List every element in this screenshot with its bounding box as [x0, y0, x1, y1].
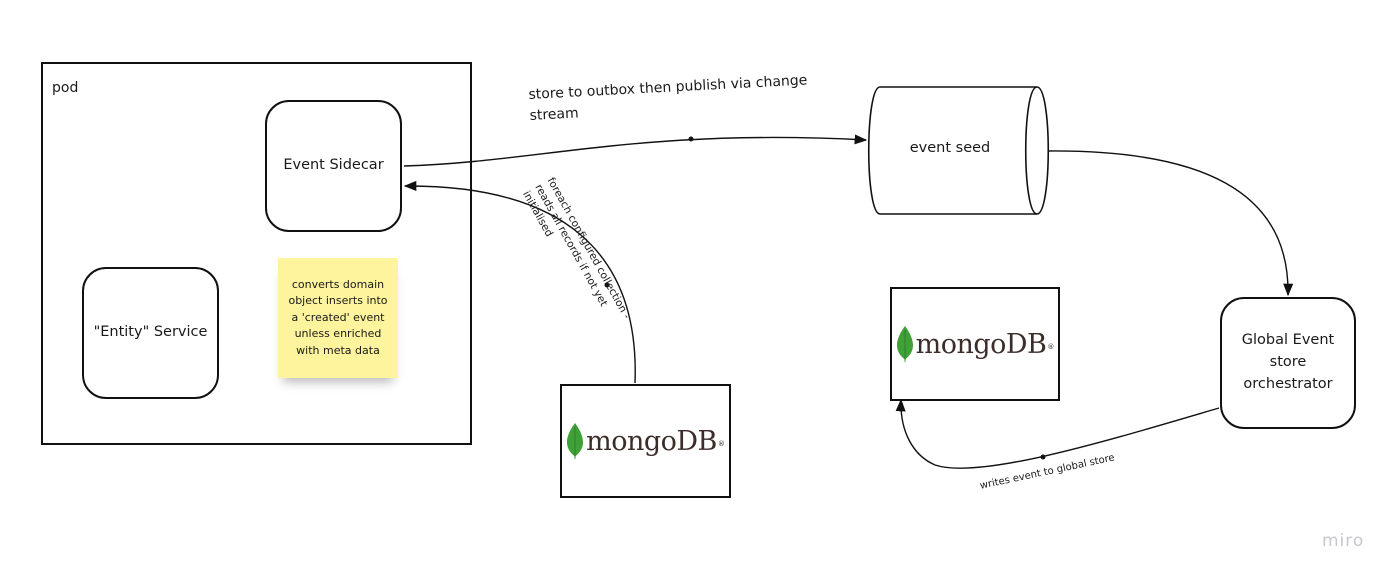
mongodb-global-store-node: mongoDB ® — [890, 287, 1060, 401]
mongodb-source-node: mongoDB ® — [560, 384, 731, 498]
edge-sidecar-to-seed — [403, 134, 868, 167]
sticky-note-text: converts domain object inserts into a 'c… — [288, 277, 388, 357]
event-sidecar-node: Event Sidecar — [265, 100, 402, 232]
mongodb-logo-text: mongoDB — [586, 425, 717, 457]
mongodb-leaf-icon — [567, 423, 584, 459]
edge-midpoint-dot — [604, 282, 610, 288]
pod-label: pod — [52, 80, 79, 96]
entity-service-label: "Entity" Service — [93, 324, 208, 341]
event-sidecar-label: Event Sidecar — [283, 157, 384, 174]
mongodb-registered-mark: ® — [717, 440, 725, 448]
edge-seed-to-orchestrator — [1048, 150, 1294, 297]
mongodb-leaf-icon — [896, 326, 913, 362]
mongodb-logo: mongoDB ® — [896, 326, 1055, 362]
miro-watermark: miro — [1322, 531, 1365, 551]
edge-midpoint-dot — [688, 136, 694, 142]
event-seed-cylinder — [868, 86, 1049, 215]
sticky-note: converts domain object inserts into a 'c… — [278, 258, 398, 378]
edge-orchestrator-to-global-store — [895, 398, 1220, 469]
edge-midpoint-dot — [1040, 454, 1046, 460]
mongodb-logo: mongoDB ® — [566, 423, 725, 459]
mongodb-logo-text: mongoDB — [915, 328, 1047, 360]
edge-mongo-to-sidecar — [403, 180, 636, 384]
entity-service-node: "Entity" Service — [82, 267, 219, 399]
event-seed-label: event seed — [909, 140, 991, 156]
pod-container — [41, 62, 472, 445]
global-orchestrator-label: Global Event store orchestrator — [1241, 332, 1335, 392]
global-orchestrator-node: Global Event store orchestrator — [1220, 297, 1356, 429]
mongodb-registered-mark: ® — [1047, 343, 1055, 351]
